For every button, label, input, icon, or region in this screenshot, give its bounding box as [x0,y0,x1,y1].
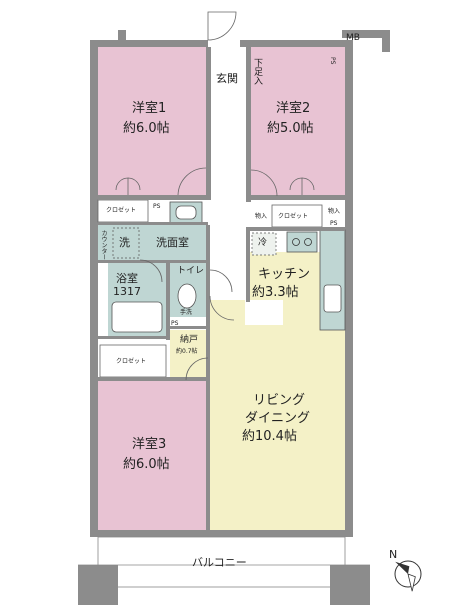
bathtub [111,301,163,333]
living-name: リビング [253,393,306,408]
washroom-floor [98,225,208,260]
exterior-walls [90,30,390,537]
bedroom1-name: 洋室1 [132,101,167,116]
ps-label-toilet: PS [171,320,179,327]
counter-label: カウンター [100,230,107,260]
kitchen-sink [323,284,342,313]
closet-bedroom2-label: クロゼット [278,213,309,220]
balcony-floor [97,536,346,588]
storage-in-label: 物入 [255,213,268,220]
toilet-bowl [177,283,197,309]
hand-wash-label: 手洗 [180,309,193,316]
washing-machine-space [112,227,140,259]
interior-walls [98,47,345,530]
bedroom2-name: 洋室2 [276,101,311,116]
refrigerator-space [251,232,277,256]
balcony-partition-left [78,565,118,605]
bedroom3-name: 洋室3 [132,437,167,452]
bedroom2-size: 約5.0帖 [267,121,314,136]
toilet-label: トイレ [177,266,205,276]
storage-size: 約0.7帖 [176,348,198,355]
bedroom1-size: 約6.0帖 [123,121,170,136]
closet-left [99,344,167,378]
door-swings [115,11,315,381]
mb-label: MB [346,33,360,43]
washroom-label: 洗面室 [156,236,189,249]
bedroom3-floor [98,380,208,530]
bedroom3-size: 約6.0帖 [123,457,170,472]
entrance-label: 玄関 [216,72,238,85]
north-label: N [389,548,398,561]
dining-name: ダイニング [245,411,311,426]
bath-size: 1317 [113,285,141,298]
kitchen-stove [286,231,318,253]
kitchen-floor [250,252,320,300]
storage-in-label-2: 物入 [328,208,341,215]
balcony-partition-right [330,565,370,605]
wash-label: 洗 [119,236,130,249]
kitchen-name: キッチン [258,267,311,282]
shoe-storage-label: 下足入 [252,58,262,85]
north-arrow-icon [394,560,422,592]
closet-bedroom1-label: クロゼット [106,207,137,214]
bath-name: 浴室 [116,272,138,285]
refrigerator-label: 冷 [258,238,268,248]
ps-label-top: PS [329,57,336,65]
kitchen-size: 約3.3帖 [252,285,299,300]
kitchen-counter [319,229,346,331]
closet-left-label: クロゼット [116,358,147,365]
storage-room [170,330,208,378]
living-size: 約10.4帖 [242,429,297,444]
ps-label-kitchen: PS [330,220,338,227]
ldk-floor [210,250,345,530]
balcony-label: バルコニー [192,556,247,569]
bedroom2-floor [250,47,345,195]
bedroom1-floor [98,47,208,195]
storage-name: 納戸 [180,335,199,345]
ps-label-mid: PS [153,203,161,210]
